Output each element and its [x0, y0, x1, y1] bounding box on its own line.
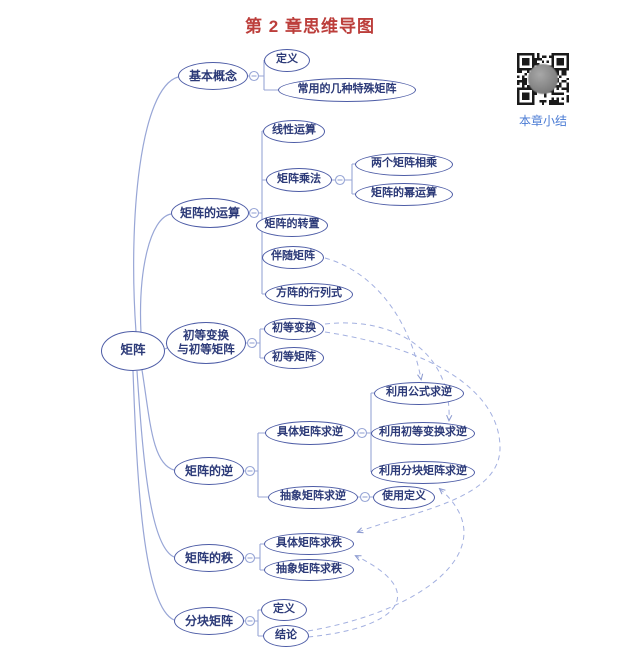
node-block-conclusion: 结论	[263, 625, 309, 647]
node-block-definition: 定义	[261, 599, 307, 621]
collapse-toggle-elementary[interactable]	[246, 337, 258, 349]
link-conclusion-to-block-inverse	[307, 489, 465, 632]
node-concrete-inverse: 具体矩阵求逆	[265, 421, 355, 445]
collapse-toggle-matrix-rank[interactable]	[244, 552, 256, 564]
node-two-matrices-multiply: 两个矩阵相乘	[355, 152, 453, 176]
node-concrete-rank: 具体矩阵求秩	[264, 533, 354, 555]
node-use-definition: 使用定义	[373, 485, 435, 509]
qr-caption-link[interactable]: 本章小结	[518, 114, 567, 128]
node-matrix-rank: 矩阵的秩	[174, 544, 244, 572]
link-elementary-to-concrete-rank	[324, 331, 501, 532]
node-determinant: 方阵的行列式	[265, 282, 353, 306]
cross-link-curves	[307, 257, 501, 638]
node-linear-operations: 线性运算	[263, 119, 325, 143]
collapse-toggles	[244, 70, 371, 627]
link-elementary-to-elementary-inverse	[324, 322, 449, 420]
root-branch-connectors	[132, 76, 179, 621]
page-title: 第 2 章思维导图	[245, 17, 375, 36]
collapse-toggle-abstract-inverse[interactable]	[359, 491, 371, 503]
node-abstract-inverse: 抽象矩阵求逆	[268, 485, 358, 509]
node-definition: 定义	[264, 48, 310, 72]
node-block-inverse: 利用分块矩阵求逆	[371, 460, 475, 484]
collapse-toggle-matrix-multiplication[interactable]	[334, 174, 346, 186]
node-matrix-operations: 矩阵的运算	[171, 198, 249, 228]
node-matrix-inverse: 矩阵的逆	[174, 457, 244, 485]
collapse-toggle-basic-concepts[interactable]	[248, 70, 260, 82]
link-conclusion-to-concrete-rank	[307, 556, 399, 638]
qr-center-logo	[528, 64, 558, 94]
collapse-toggle-matrix-inverse[interactable]	[244, 465, 256, 477]
node-elementary-transform: 初等变换	[264, 318, 324, 340]
link-adjugate-to-formula-inverse	[324, 257, 421, 379]
collapse-toggle-matrix-operations[interactable]	[248, 207, 260, 219]
node-elementary-transform-matrix: 初等变换 与初等矩阵	[166, 322, 246, 364]
node-formula-inverse: 利用公式求逆	[374, 381, 464, 405]
node-matrix-power: 矩阵的幂运算	[355, 182, 453, 206]
node-root-matrix: 矩阵	[101, 331, 165, 371]
node-block-matrix: 分块矩阵	[174, 607, 244, 635]
node-abstract-rank: 抽象矩阵求秩	[264, 559, 354, 581]
node-elementary-matrix: 初等矩阵	[264, 347, 324, 369]
node-matrix-multiplication: 矩阵乘法	[266, 168, 332, 192]
node-special-matrices: 常用的几种特殊矩阵	[278, 78, 416, 102]
node-adjugate-matrix: 伴随矩阵	[262, 245, 324, 269]
qr-code	[517, 53, 569, 105]
collapse-toggle-concrete-inverse[interactable]	[356, 427, 368, 439]
node-matrix-transpose: 矩阵的转置	[256, 213, 328, 237]
node-elementary-inverse: 利用初等变换求逆	[371, 421, 475, 445]
collapse-toggle-block-matrix[interactable]	[244, 615, 256, 627]
node-basic-concepts: 基本概念	[178, 62, 248, 90]
